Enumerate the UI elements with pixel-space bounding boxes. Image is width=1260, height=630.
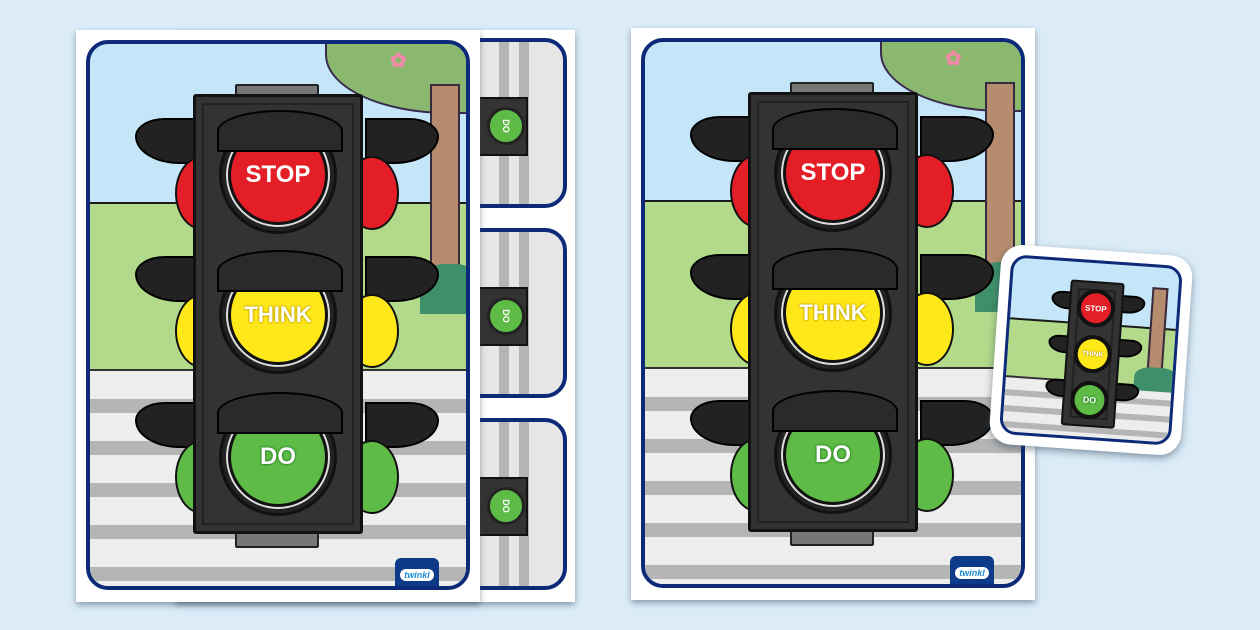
large-card-left-frame: ✿ STOP THINK DO: [86, 40, 470, 590]
do-label: DO: [260, 443, 296, 470]
mini-card-frame: STOP THINK DO: [998, 254, 1184, 446]
twinkl-logo: twinkl: [395, 558, 439, 586]
small-card-3-do-label: DO: [501, 499, 511, 513]
stop-label: STOP: [800, 159, 866, 186]
small-card-2-do-label: DO: [501, 309, 511, 323]
large-card-right-frame: ✿ STOP THINK DO: [641, 38, 1025, 588]
do-label: DO: [815, 441, 851, 468]
mini-card: STOP THINK DO: [988, 243, 1194, 457]
think-label: THINK: [244, 302, 312, 327]
mini-traffic-light: STOP THINK DO: [1042, 278, 1146, 434]
traffic-light-left: STOP THINK DO: [135, 84, 439, 554]
flower-icon: ✿: [945, 48, 962, 70]
think-label: THINK: [799, 300, 867, 325]
traffic-light-right: STOP THINK DO: [690, 82, 994, 552]
stop-label: STOP: [245, 161, 311, 188]
twinkl-logo: twinkl: [950, 556, 994, 584]
small-card-1-do-label: DO: [501, 119, 511, 133]
tree-trunk: [430, 84, 460, 296]
flower-icon: ✿: [390, 50, 407, 72]
large-card-right-sheet: ✿ STOP THINK DO: [631, 28, 1035, 600]
large-card-left-sheet: ✿ STOP THINK DO: [76, 30, 480, 602]
